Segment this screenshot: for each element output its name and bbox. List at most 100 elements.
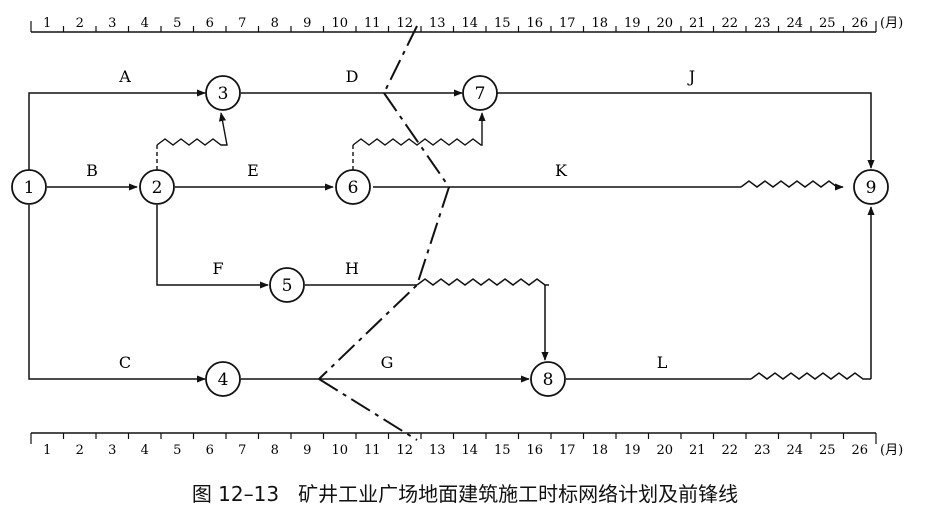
node-label: 2 — [152, 178, 163, 198]
node-label: 9 — [866, 178, 877, 198]
activity-label-l: L — [657, 353, 668, 372]
top-scale-label-2: 2 — [76, 16, 84, 31]
bottom-scale-label-10: 10 — [331, 443, 348, 458]
activities — [28, 89, 875, 383]
activity-label-b: B — [86, 161, 98, 180]
top-scale-label-3: 3 — [108, 16, 116, 31]
top-scale-label-15: 15 — [494, 16, 511, 31]
activity-f-arrow — [156, 205, 269, 289]
top-scale-label-17: 17 — [559, 16, 576, 31]
node-circle — [530, 361, 566, 397]
activity-k-wave — [740, 180, 844, 191]
bottom-scale-label-1: 1 — [43, 443, 51, 458]
activity-label-h: H — [345, 259, 359, 278]
bottom-scale-label-18: 18 — [591, 443, 608, 458]
node-circle — [205, 361, 241, 397]
top-scale-label-13: 13 — [429, 16, 446, 31]
node-7: 7 — [462, 75, 498, 111]
top-scale-label-8: 8 — [271, 16, 279, 31]
bottom-scale-label-3: 3 — [108, 443, 116, 458]
top-scale-label-10: 10 — [331, 16, 348, 31]
top-scale-ticks — [30, 21, 877, 32]
bottom-scale-ticks — [30, 433, 877, 444]
activity-l-wave — [750, 372, 871, 380]
top-scale-label-11: 11 — [364, 16, 381, 31]
node-label: 4 — [218, 370, 229, 390]
node-label: 1 — [24, 178, 35, 198]
node-circle — [335, 169, 371, 205]
node-label: 3 — [218, 84, 229, 104]
caption-title: 矿井工业广场地面建筑施工时标网络计划及前锋线 — [298, 482, 739, 506]
top-scale-label-16: 16 — [526, 16, 543, 31]
node-label: 5 — [282, 276, 293, 296]
bottom-scale-label-12: 12 — [396, 443, 413, 458]
node-2: 2 — [139, 169, 175, 205]
top-scale-label-4: 4 — [141, 16, 149, 31]
top-scale-label-20: 20 — [656, 16, 673, 31]
bottom-scale-label-5: 5 — [173, 443, 181, 458]
activity-a-arrow — [28, 89, 206, 173]
top-scale-label-12: 12 — [396, 16, 413, 31]
dummy-activities — [156, 112, 486, 170]
bottom-scale-label-16: 16 — [526, 443, 543, 458]
activity-label-a: A — [118, 67, 131, 86]
activity-label-g: G — [381, 353, 394, 372]
bottom-scale-label-2: 2 — [76, 443, 84, 458]
top-scale-label-19: 19 — [624, 16, 641, 31]
node-9: 9 — [853, 169, 889, 205]
top-scale-label-25: 25 — [819, 16, 836, 31]
activity-label-e: E — [247, 161, 259, 180]
dummy-2-3-wave — [156, 112, 228, 146]
top-scale-label-9: 9 — [303, 16, 311, 31]
top-scale-label-24: 24 — [786, 16, 803, 31]
node-circle — [139, 169, 175, 205]
node-label: 8 — [543, 370, 554, 390]
bottom-scale-label-15: 15 — [494, 443, 511, 458]
bottom-scale-label-22: 22 — [721, 443, 738, 458]
progress-line-upper — [318, 25, 451, 441]
activity-j-arrow — [497, 92, 875, 169]
bottom-scale-label-13: 13 — [429, 443, 446, 458]
bottom-scale-label-7: 7 — [238, 443, 246, 458]
top-scale-unit: (月) — [880, 16, 903, 31]
node-3: 3 — [205, 75, 241, 111]
top-scale-label-21: 21 — [689, 16, 706, 31]
top-scale-label-7: 7 — [238, 16, 246, 31]
dummy-6-7-wave — [352, 112, 486, 146]
top-scale-label-6: 6 — [206, 16, 214, 31]
node-circle — [462, 75, 498, 111]
node-5: 5 — [269, 267, 305, 303]
caption-number: 图 12–13 — [191, 482, 280, 506]
nodes: 1 2 3 4 5 6 7 8 9 — [11, 75, 889, 397]
node-6: 6 — [335, 169, 371, 205]
top-scale-label-23: 23 — [754, 16, 771, 31]
node-label: 6 — [348, 178, 359, 198]
bottom-scale-label-26: 26 — [851, 443, 868, 458]
activity-h-wave — [416, 278, 549, 286]
top-scale-label-1: 1 — [43, 16, 51, 31]
bottom-scale-label-24: 24 — [786, 443, 803, 458]
bottom-scale-label-4: 4 — [141, 443, 149, 458]
node-circle — [205, 75, 241, 111]
node-8: 8 — [530, 361, 566, 397]
activity-label-f: F — [212, 259, 223, 278]
node-label: 7 — [475, 84, 486, 104]
bottom-scale-label-20: 20 — [656, 443, 673, 458]
bottom-scale-label-17: 17 — [559, 443, 576, 458]
bottom-scale-label-8: 8 — [271, 443, 279, 458]
bottom-scale-label-11: 11 — [364, 443, 381, 458]
progress-line-segment-mid — [318, 92, 451, 380]
node-1: 1 — [11, 169, 47, 205]
activity-c-arrow — [28, 205, 206, 383]
node-circle — [11, 169, 47, 205]
activity-label-k: K — [555, 161, 568, 180]
progress-line-segment-top — [383, 25, 418, 94]
node-circle — [269, 267, 305, 303]
bottom-scale-label-23: 23 — [754, 443, 771, 458]
activity-label-d: D — [346, 67, 359, 86]
